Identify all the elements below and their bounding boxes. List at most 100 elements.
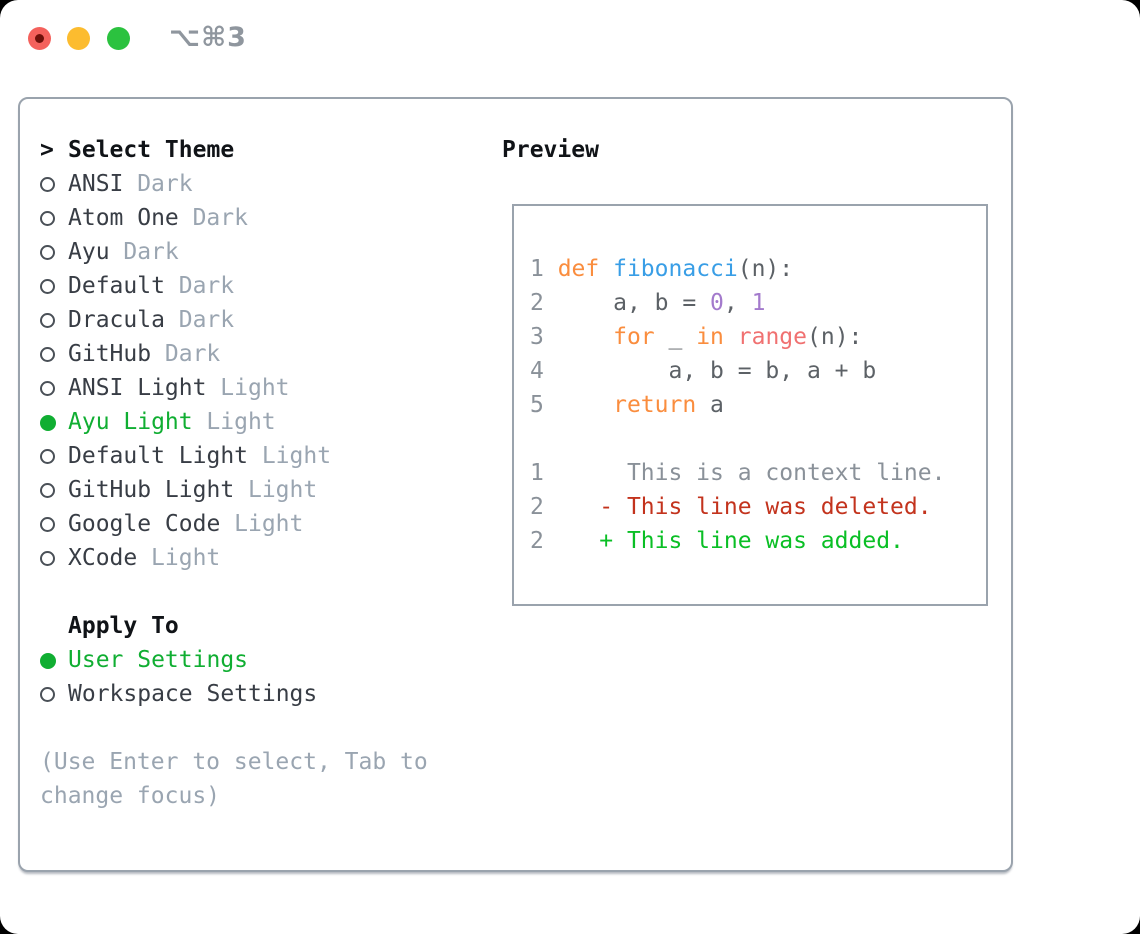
radio-icon bbox=[40, 313, 55, 328]
theme-item-ansi-light[interactable]: ANSI Light Light bbox=[40, 371, 460, 405]
radio-icon bbox=[40, 449, 55, 464]
variant-tag: Dark bbox=[137, 171, 193, 197]
apply-item-workspace-settings[interactable]: Workspace Settings bbox=[40, 677, 460, 711]
spacer bbox=[40, 711, 460, 745]
keyboard-hint: (Use Enter to select, Tab to change focu… bbox=[40, 749, 428, 809]
gutter bbox=[40, 414, 68, 431]
item-label: Default bbox=[68, 273, 165, 299]
token-fg bbox=[724, 324, 738, 350]
item-label: ANSI Light bbox=[68, 375, 207, 401]
code-line: 4 a, b = b, a + b bbox=[530, 354, 976, 388]
apply-to-header: Apply To bbox=[40, 609, 460, 643]
variant-tag: Dark bbox=[178, 307, 235, 333]
theme-item-google-code[interactable]: Google Code Light bbox=[40, 507, 460, 541]
gutter bbox=[40, 448, 68, 464]
token-ln: 4 bbox=[530, 358, 544, 384]
item-label: Workspace Settings bbox=[68, 681, 318, 707]
token-ln: 1 bbox=[530, 256, 558, 282]
token-ln: 5 bbox=[530, 392, 544, 418]
theme-item-default-light[interactable]: Default Light Light bbox=[40, 439, 460, 473]
gutter bbox=[40, 516, 68, 532]
theme-item-ayu-light[interactable]: Ayu Light Light bbox=[40, 405, 460, 439]
token-fg bbox=[544, 392, 613, 418]
code-line bbox=[530, 422, 976, 456]
item-label: GitHub Light bbox=[68, 477, 235, 503]
token-kw: in bbox=[696, 324, 724, 350]
spacer bbox=[40, 575, 460, 609]
gutter bbox=[40, 550, 68, 566]
item-label: Google Code bbox=[68, 511, 221, 537]
token-fg: _ bbox=[654, 324, 697, 350]
token-num: 1 bbox=[751, 290, 766, 316]
token-del: - This line was deleted. bbox=[599, 494, 932, 520]
token-num: 0 bbox=[710, 290, 724, 316]
gutter bbox=[40, 278, 68, 294]
item-label: Ayu bbox=[68, 239, 110, 265]
token-fg: , bbox=[723, 290, 752, 316]
token-ln: 2 bbox=[530, 528, 544, 554]
token-ln: 1 bbox=[530, 460, 544, 486]
minimize-button[interactable] bbox=[67, 27, 90, 50]
theme-item-dracula[interactable]: Dracula Dark bbox=[40, 303, 460, 337]
gutter bbox=[40, 176, 68, 192]
variant-tag: Light bbox=[234, 511, 304, 537]
apply-item-user-settings[interactable]: User Settings bbox=[40, 643, 460, 677]
theme-item-default[interactable]: Default Dark bbox=[40, 269, 460, 303]
token-fg bbox=[544, 494, 599, 520]
code-line: 2 a, b = 0, 1 bbox=[530, 286, 976, 320]
token-ln: 2 bbox=[530, 494, 544, 520]
prompt-icon: > bbox=[40, 137, 54, 163]
gutter bbox=[40, 686, 68, 702]
variant-tag: Light bbox=[151, 545, 221, 571]
item-label: User Settings bbox=[68, 647, 249, 673]
gutter bbox=[40, 346, 68, 362]
variant-tag: Light bbox=[261, 443, 332, 469]
token-fn: fibonacci bbox=[613, 256, 738, 282]
theme-item-ayu[interactable]: Ayu Dark bbox=[40, 235, 460, 269]
gutter bbox=[40, 482, 68, 498]
radio-icon bbox=[40, 551, 55, 566]
token-fg: a, b = b, a + b bbox=[543, 358, 877, 384]
item-label: Default Light bbox=[68, 443, 249, 469]
item-label: Ayu Light bbox=[68, 409, 193, 435]
radio-selected-icon bbox=[40, 652, 56, 669]
token-fg: (n): bbox=[737, 256, 794, 282]
item-label: Dracula bbox=[68, 307, 165, 333]
code-line: 3 for _ in range(n): bbox=[530, 320, 976, 354]
radio-icon bbox=[40, 211, 55, 226]
preview-title: Preview bbox=[502, 137, 599, 163]
gutter bbox=[40, 652, 68, 669]
gutter bbox=[40, 380, 68, 396]
token-call: range bbox=[737, 324, 808, 350]
zoom-button[interactable] bbox=[107, 27, 130, 50]
radio-icon bbox=[40, 177, 55, 192]
token-kw: for bbox=[613, 324, 655, 350]
window-title: ⌥⌘3 bbox=[169, 22, 247, 53]
gutter bbox=[40, 244, 68, 260]
variant-tag: Light bbox=[206, 409, 276, 435]
gutter bbox=[40, 312, 68, 328]
token-add: + This line was added. bbox=[599, 528, 904, 554]
token-fg: a, b = bbox=[543, 290, 711, 316]
radio-icon bbox=[40, 483, 55, 498]
variant-tag: Dark bbox=[178, 273, 235, 299]
variant-tag: Light bbox=[220, 375, 290, 401]
variant-tag: Dark bbox=[123, 239, 179, 265]
item-label: Atom One bbox=[68, 205, 179, 231]
code-line: 5 return a bbox=[530, 388, 976, 422]
close-button[interactable] bbox=[28, 27, 51, 50]
token-ln: 2 bbox=[530, 290, 544, 316]
radio-icon bbox=[40, 245, 55, 260]
